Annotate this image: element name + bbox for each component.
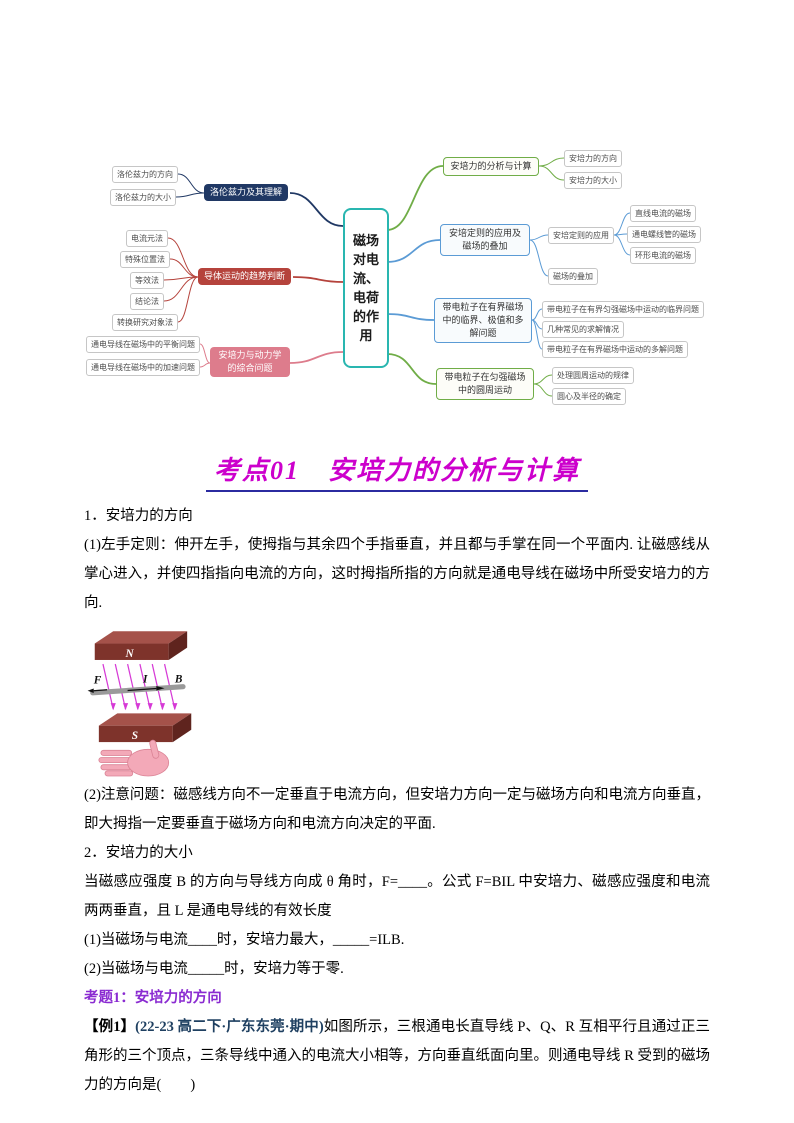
mindmap-branch-ampere-analysis: 安培力的分析与计算 bbox=[443, 157, 539, 176]
mindmap-leaf: 处理圆周运动的规律 bbox=[552, 367, 634, 384]
force-label: F bbox=[93, 675, 102, 687]
magnet-south-pole: S bbox=[98, 713, 192, 743]
paragraph-zero-case: (2)当磁场与电流_____时，安培力等于零. bbox=[84, 961, 344, 977]
example-tag: 【例1】 bbox=[84, 1019, 136, 1035]
mindmap-leaf: 磁场的叠加 bbox=[548, 268, 598, 285]
left-hand-rule-diagram: N F I bbox=[87, 631, 192, 777]
paragraph-note: (2)注意问题：磁感线方向不一定垂直于电流方向，但安培力方向一定与磁场方向和电流… bbox=[84, 787, 710, 832]
magnet-north-pole: N bbox=[94, 631, 188, 660]
mindmap-leaf: 几种常见的求解情况 bbox=[542, 321, 624, 338]
mindmap-leaf: 特殊位置法 bbox=[120, 251, 170, 268]
page-title: 考点01 安培力的分析与计算 bbox=[205, 450, 588, 492]
field-label: B bbox=[174, 674, 183, 686]
mindmap-leaf: 带电粒子在有界匀强磁场中运动的临界问题 bbox=[542, 301, 704, 318]
mindmap-branch-motion-trend: 导体运动的趋势判断 bbox=[198, 268, 292, 285]
mindmap-leaf: 带电粒子在有界磁场中运动的多解问题 bbox=[542, 341, 688, 358]
current-label: I bbox=[142, 674, 148, 686]
section-title-wrap: 考点01 安培力的分析与计算 bbox=[84, 450, 710, 492]
paragraph-formula: 当磁感应强度 B 的方向与导线方向成 θ 角时，F=____。公式 F=BIL … bbox=[84, 874, 710, 919]
mindmap-branch-bounded-field: 带电粒子在有界磁场中的临界、极值和多解问题 bbox=[434, 298, 532, 343]
paragraph-left-hand-rule: (1)左手定则：伸开左手，使拇指与其余四个手指垂直，并且都与手掌在同一个平面内.… bbox=[84, 537, 710, 611]
mindmap-leaf: 电流元法 bbox=[126, 230, 168, 247]
mindmap-connector-lines bbox=[163, 157, 631, 397]
mindmap-leaf: 安培力的大小 bbox=[564, 172, 622, 189]
mindmap-branch-circular-motion: 带电粒子在匀强磁场中的圆周运动 bbox=[436, 368, 534, 400]
paragraph-max-case: (1)当磁场与电流____时，安培力最大，_____=ILB. bbox=[84, 932, 405, 948]
mindmap-leaf: 直线电流的磁场 bbox=[630, 205, 696, 222]
content-section: 1．安培力的方向 (1)左手定则：伸开左手，使拇指与其余四个手指垂直，并且都与手… bbox=[84, 502, 710, 1100]
mindmap-branch-dynamics: 安培力与动力学的综合问题 bbox=[210, 347, 290, 377]
example-paragraph: 【例1】(22-23 高二下·广东东莞·期中)如图所示，三根通电长直导线 P、Q… bbox=[84, 1013, 710, 1100]
mindmap-leaf: 通电导线在磁场中的加速问题 bbox=[86, 359, 200, 376]
mindmap: 磁场对电流、电荷的作用 安培力的分析与计算 安培定则的应用及磁场的叠加 带电粒子… bbox=[84, 142, 714, 434]
mindmap-leaf: 结论法 bbox=[130, 293, 164, 310]
mindmap-leaf: 通电导线在磁场中的平衡问题 bbox=[86, 336, 200, 353]
mindmap-branch-ampere-rule: 安培定则的应用及磁场的叠加 bbox=[440, 224, 530, 256]
mindmap-leaf: 转换研究对象法 bbox=[112, 314, 178, 331]
mindmap-branch-lorentz: 洛伦兹力及其理解 bbox=[204, 184, 289, 201]
north-pole-label: N bbox=[125, 648, 135, 660]
heading-ampere-magnitude: 2．安培力的大小 bbox=[84, 845, 193, 861]
current-rod: F I B bbox=[87, 674, 186, 696]
mindmap-leaf: 洛伦兹力的大小 bbox=[110, 189, 176, 206]
mindmap-center-topic: 磁场对电流、电荷的作用 bbox=[343, 208, 389, 368]
south-pole-label: S bbox=[132, 730, 138, 742]
left-hand-icon bbox=[98, 739, 170, 777]
left-hand-rule-figure: N F I bbox=[84, 623, 202, 777]
example-source: (22-23 高二下·广东东莞·期中) bbox=[135, 1019, 324, 1035]
mindmap-leaf: 环形电流的磁场 bbox=[630, 247, 696, 264]
mindmap-leaf: 等效法 bbox=[130, 272, 164, 289]
mindmap-leaf: 通电螺线管的磁场 bbox=[627, 226, 701, 243]
example-text: 如图所示，三根通电长直导线 P、Q、R 互相平行且通过正三角形的三个顶点，三条导… bbox=[84, 1019, 710, 1093]
heading-ampere-direction: 1．安培力的方向 bbox=[84, 508, 193, 524]
mindmap-leaf: 洛伦兹力的方向 bbox=[112, 166, 178, 183]
mindmap-leaf: 安培力的方向 bbox=[564, 150, 622, 167]
mindmap-leaf: 圆心及半径的确定 bbox=[552, 388, 626, 405]
exam-topic-label: 考题1：安培力的方向 bbox=[84, 990, 222, 1006]
mindmap-leaf: 安培定则的应用 bbox=[548, 227, 614, 244]
